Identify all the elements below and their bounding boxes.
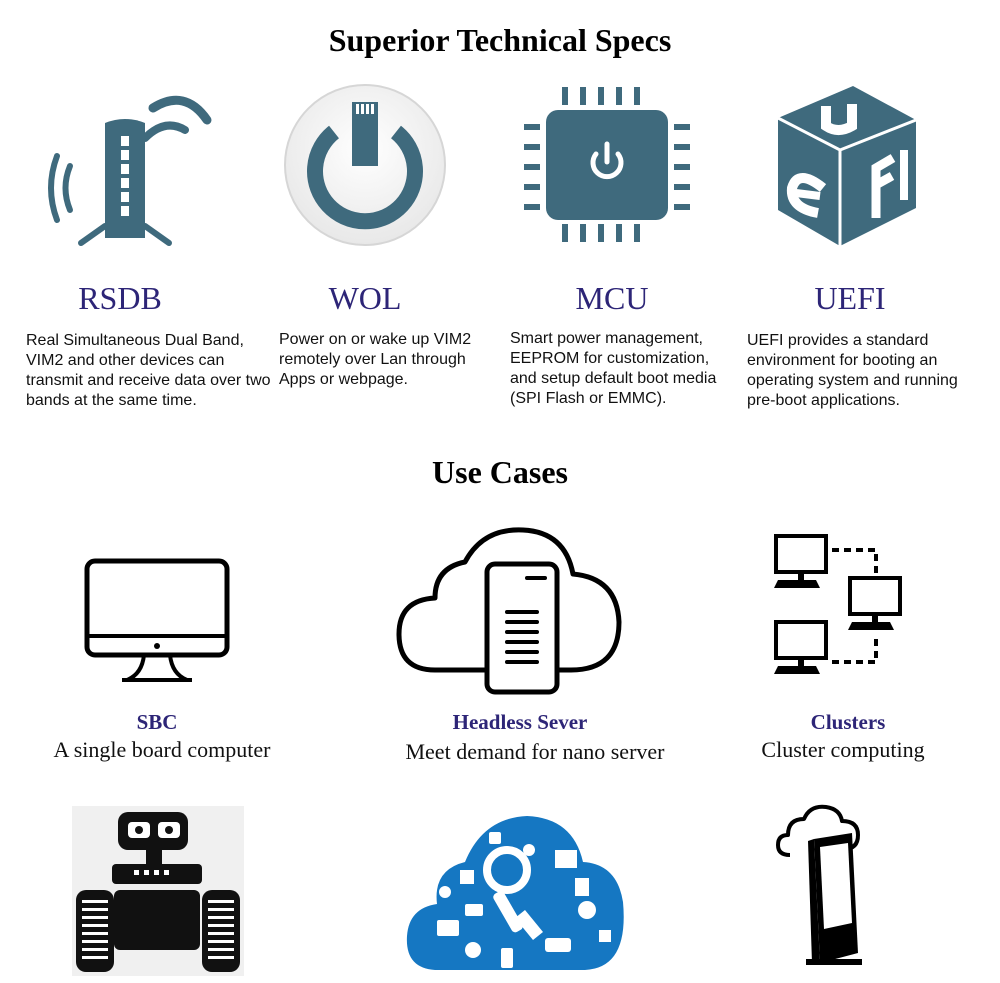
spec-description-uefi: UEFI provides a standard environment for…: [747, 332, 958, 409]
spec-name-mcu: MCU: [575, 280, 649, 316]
robot-icon: [72, 806, 244, 976]
spec-name-wol: WOL: [328, 280, 402, 316]
use-case-name-sbc: SBC: [136, 710, 178, 734]
use-case-name-clusters: Clusters: [810, 710, 886, 734]
use-case-description-headless-server: Meet demand for nano server: [405, 739, 665, 764]
spec-description-rsdb: Real Simultaneous Dual Band, VIM2 and ot…: [26, 332, 271, 409]
kiosk-cloud-icon: [776, 804, 862, 965]
monitor-icon: [84, 558, 230, 682]
chip-power-icon: [524, 87, 690, 242]
power-lan-icon: [284, 84, 446, 246]
use-cases-title: Use Cases: [432, 454, 568, 490]
router-wifi-icon: [48, 95, 212, 246]
spec-description-wol: Power on or wake up VIM2 remotely over L…: [279, 331, 472, 388]
specs-section-title: Superior Technical Specs: [328, 22, 672, 58]
uefi-cube-icon: [777, 86, 917, 246]
cloud-server-icon: [396, 527, 622, 695]
spec-name-uefi: UEFI: [814, 280, 886, 316]
network-cluster-icon: [774, 534, 902, 674]
use-case-name-headless-server: Headless Sever: [452, 710, 588, 734]
spec-name-rsdb: RSDB: [78, 280, 162, 316]
spec-description-mcu: Smart power management, EEPROM for custo…: [510, 330, 717, 407]
use-case-description-clusters: Cluster computing: [761, 737, 925, 762]
use-case-description-sbc: A single board computer: [53, 737, 271, 762]
iot-cloud-icon: [406, 816, 624, 970]
